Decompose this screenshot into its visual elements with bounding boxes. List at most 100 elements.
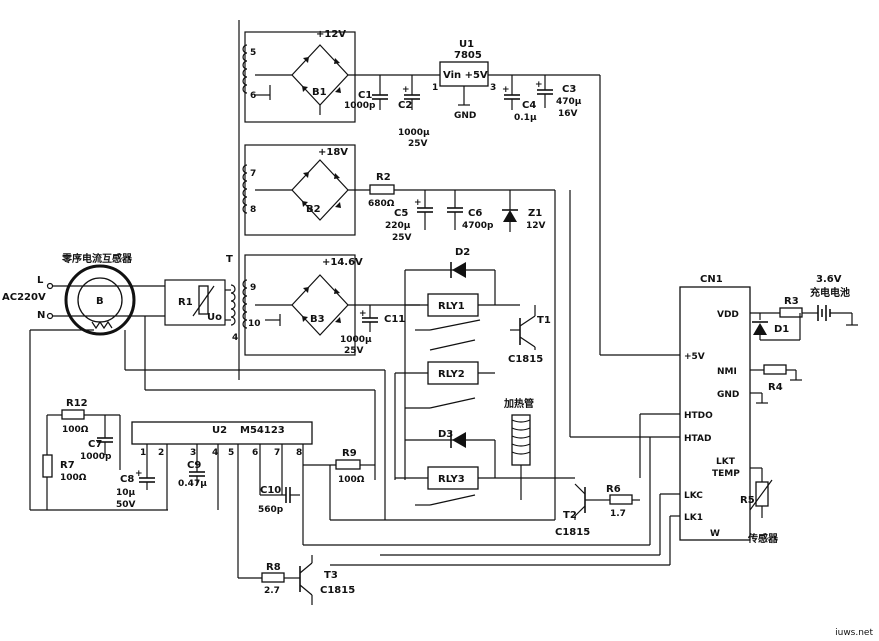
capacitor-c10: C10 560p: [258, 485, 300, 515]
svg-text:+: +: [502, 85, 510, 95]
u2-pin8: 8: [296, 448, 302, 458]
c6-name: C6: [468, 208, 482, 219]
p5v-pin: +5V: [684, 352, 705, 362]
r2-name: R2: [376, 172, 391, 183]
resistor-r7: R7 100Ω: [42, 454, 87, 510]
r9-name: R9: [342, 448, 357, 459]
transistor-t3: T3 C1815: [299, 555, 355, 605]
bridge-b1: +12V B1: [255, 29, 600, 115]
capacitor-c8: + C8 10μ 50V: [116, 469, 155, 510]
resistor-r6: R6 1.7: [595, 484, 640, 519]
heater-label: 加热管: [503, 397, 534, 410]
r7-name: R7: [60, 460, 75, 471]
u2-pin4: 4: [212, 448, 218, 458]
capacitor-c11: + C11 1000μ 25V: [340, 305, 405, 356]
ct-name-label: 零序电流互感器: [61, 252, 133, 265]
t3-part: C1815: [320, 585, 355, 596]
temp-pin: TEMP: [712, 469, 740, 479]
sensor-label: 传感器: [747, 532, 779, 545]
transistor-t2: T2 C1815: [555, 483, 595, 538]
c2-name: C2: [398, 100, 412, 111]
regulator-u1: Vin +5V U1 7805 GND 1 3: [432, 39, 496, 121]
battery-name: 充电电池: [810, 286, 850, 299]
c10-name: C10: [260, 485, 281, 496]
u2-part: M54123: [240, 425, 285, 436]
r8-value: 2.7: [264, 586, 280, 596]
u2-pin2: 2: [158, 448, 164, 458]
pin-4-label: 4: [232, 333, 238, 343]
c8-name: C8: [120, 474, 134, 485]
r4-name: R4: [768, 382, 783, 393]
v146-label: +14.6V: [322, 257, 363, 268]
r8-name: R8: [266, 562, 281, 573]
vdd-pin: VDD: [717, 310, 739, 320]
d2-name: D2: [455, 247, 470, 258]
lkc-pin: LKC: [684, 491, 703, 501]
u2-name: U2: [212, 425, 227, 436]
bridge-b3: +14.6V B3: [255, 257, 420, 336]
r9-value: 100Ω: [338, 475, 365, 485]
heater: 加热管: [503, 397, 534, 500]
c2-value2: 25V: [408, 139, 428, 149]
c2-value1: 1000μ: [398, 128, 430, 138]
ac220v-label: AC220V: [2, 292, 46, 303]
w-pin: W: [710, 529, 720, 539]
u1-gnd-label: GND: [454, 111, 476, 121]
pin-8-label: 8: [250, 205, 256, 215]
lkt-pin: LKT: [716, 457, 736, 467]
capacitor-c5: + C5 220μ 25V: [385, 190, 433, 243]
r6-value: 1.7: [610, 509, 626, 519]
svg-text:+: +: [135, 469, 143, 479]
c3-value1: 470μ: [556, 97, 582, 107]
capacitor-c7: C7 1000p: [80, 415, 113, 462]
t1-part: C1815: [508, 354, 543, 365]
u2-pin3: 3: [190, 448, 196, 458]
d1-name: D1: [774, 324, 789, 335]
b3-label: B3: [310, 314, 325, 325]
uo-label: Uo: [207, 312, 222, 323]
c8-value2: 50V: [116, 500, 136, 510]
u2-pin1: 1: [140, 448, 146, 458]
r7-value: 100Ω: [60, 473, 87, 483]
zener-z1: Z1 12V: [502, 190, 546, 232]
line-l-label: L: [37, 275, 44, 286]
r3-name: R3: [784, 296, 799, 307]
rly2-label: RLY2: [438, 369, 465, 380]
u2-pin6: 6: [252, 448, 258, 458]
c9-value: 0.47μ: [178, 479, 207, 489]
gnd-pin: GND: [717, 390, 739, 400]
battery-circuit: R3 3.6V 充电电池 D1: [750, 274, 858, 341]
pin-9-label: 9: [250, 283, 256, 293]
c1-value: 1000p: [344, 101, 376, 111]
u1-pin3-label: 3: [490, 83, 496, 93]
current-transformer: B 零序电流互感器: [29, 252, 386, 520]
c5-name: C5: [394, 208, 408, 219]
resistor-r2: R2 680Ω: [368, 172, 395, 209]
capacitor-c4: + C4 0.1μ: [502, 75, 537, 123]
resistor-r4: R4: [750, 364, 802, 393]
capacitor-c9: C9 0.47μ: [178, 460, 207, 489]
capacitor-c2: + C2 1000μ 25V: [398, 75, 430, 149]
c1-name: C1: [358, 90, 372, 101]
lk1-pin: LK1: [684, 513, 703, 523]
c11-name: C11: [384, 314, 405, 325]
u1-part-label: 7805: [454, 50, 482, 61]
r2-value: 680Ω: [368, 199, 395, 209]
svg-text:+: +: [402, 85, 410, 95]
capacitor-c1: C1 1000p: [344, 75, 388, 111]
r1-name: R1: [178, 297, 193, 308]
resistor-r1: R1 Uo: [164, 279, 231, 326]
resistor-r8: R8 2.7: [261, 562, 300, 596]
c11-value2: 25V: [344, 346, 364, 356]
r5-name: R5: [740, 495, 755, 506]
pin-5-label: 5: [250, 48, 256, 58]
c11-value1: 1000μ: [340, 335, 372, 345]
u1-pin1-label: 1: [432, 83, 438, 93]
battery-voltage: 3.6V: [816, 274, 842, 285]
r12-name: R12: [66, 398, 88, 409]
thermistor-r5: R5 传感器: [740, 467, 779, 545]
v18-label: +18V: [318, 147, 348, 158]
t3-name: T3: [324, 570, 338, 581]
d3-name: D3: [438, 429, 453, 440]
